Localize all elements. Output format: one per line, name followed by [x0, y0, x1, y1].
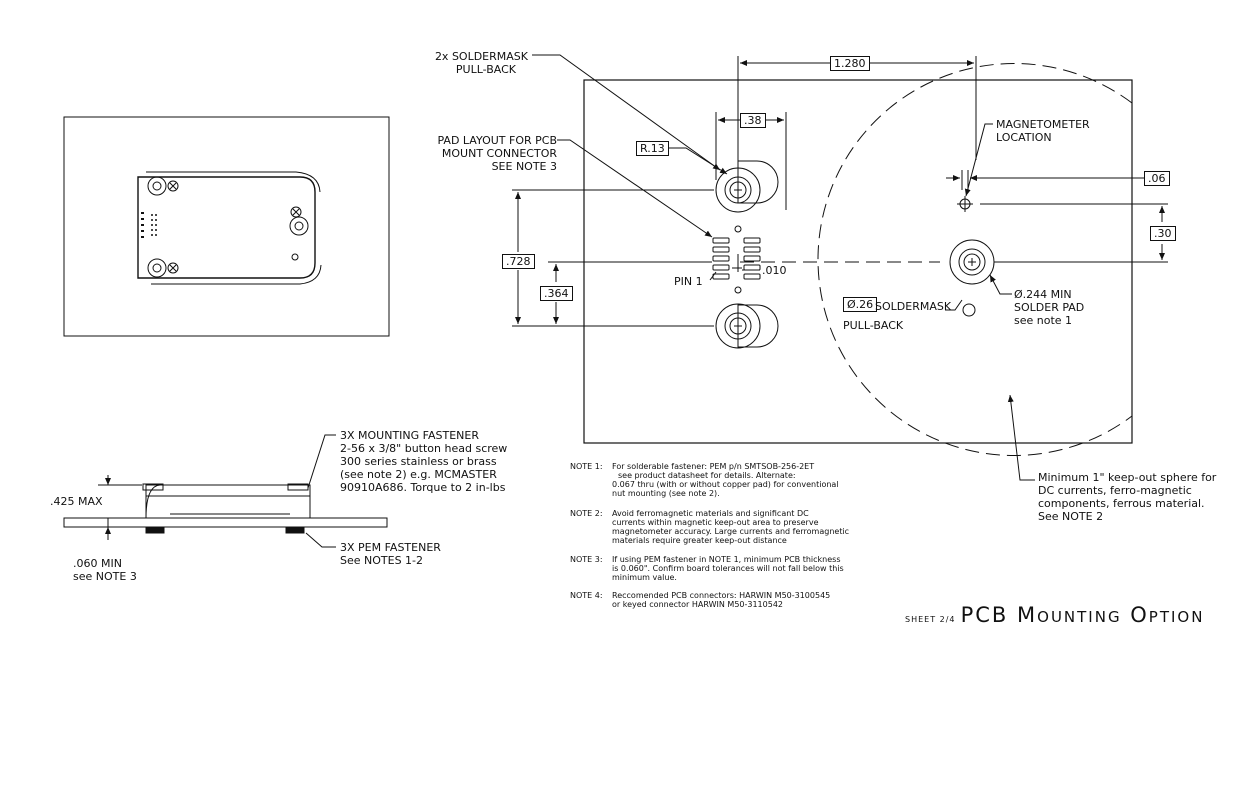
dim-006: .06 — [1144, 171, 1170, 186]
side-view — [63, 434, 388, 548]
dim-r013: R.13 — [636, 141, 669, 156]
dim-0364: .364 — [540, 286, 573, 301]
sheet-number: SHEET 2/4 — [905, 615, 956, 624]
dim-0728: .728 — [502, 254, 535, 269]
sheet-title: SHEET 2/4 PCB Mounting Option — [905, 603, 1204, 627]
iso-view — [63, 116, 390, 337]
min-thickness-label: .060 MIN see NOTE 3 — [73, 557, 137, 583]
soldermask-label: SOLDERMASK — [875, 300, 952, 313]
pad-layout-label: PAD LAYOUT FOR PCB MOUNT CONNECTOR SEE N… — [437, 134, 557, 173]
soldermask-pullback-2x-label: 2x SOLDERMASK PULL-BACK — [434, 50, 528, 76]
note-4: NOTE 4: Reccomended PCB connectors: HARW… — [570, 591, 831, 609]
mounting-fastener-label: 3X MOUNTING FASTENER 2-56 x 3/8" button … — [340, 429, 508, 494]
max-height-label: .425 MAX — [50, 495, 103, 508]
note-1: NOTE 1: For solderable fastener: PEM p/n… — [570, 462, 839, 498]
dim-038: .38 — [740, 113, 766, 128]
note-2: NOTE 2: Avoid ferromagnetic materials an… — [570, 509, 850, 545]
drawing-title: PCB Mounting Option — [960, 603, 1205, 627]
note-3: NOTE 3: If using PEM fastener in NOTE 1,… — [570, 555, 844, 582]
connector-pads — [712, 237, 761, 280]
dim-soldermask-diameter: Ø.26 — [843, 297, 878, 312]
dim-030: .30 — [1150, 226, 1176, 241]
dim-1280: 1.280 — [830, 56, 870, 71]
pem-fastener-label: 3X PEM FASTENER See NOTES 1-2 — [340, 541, 441, 567]
pin1-label: PIN 1 — [674, 275, 703, 288]
pullback-label: PULL-BACK — [843, 319, 904, 332]
solder-pad-label: Ø.244 MIN SOLDER PAD see note 1 — [1014, 288, 1085, 327]
dimension-lines — [512, 54, 1168, 481]
pitch-label: .010 — [762, 264, 787, 277]
keepout-label: Minimum 1" keep-out sphere for DC curren… — [1038, 471, 1217, 523]
magnetometer-location-label: MAGNETOMETER LOCATION — [996, 118, 1090, 144]
